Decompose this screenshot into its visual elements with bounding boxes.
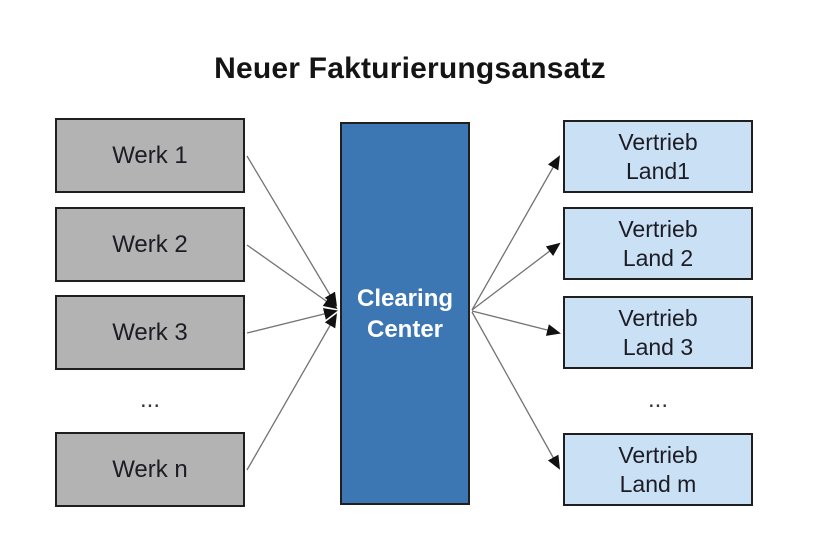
sales-box-label: Vertrieb Land 3 [618, 304, 698, 360]
left-column-ellipsis: ... [139, 386, 160, 413]
arrow-werkn-to-clearing [246, 313, 337, 471]
arrow-clearing-to-landm [471, 311, 560, 470]
sales-box-label: Vertrieb Land1 [618, 128, 698, 184]
sales-box-label: Vertrieb Land m [618, 441, 698, 497]
diagram-title: Neuer Fakturierungsansatz [214, 52, 606, 85]
plant-box-label: Werk n [112, 455, 188, 483]
right-column-ellipsis: ... [647, 386, 668, 413]
sales-box-land-1: Vertrieb Land1 [563, 120, 753, 193]
sales-box-land-m: Vertrieb Land m [563, 433, 753, 506]
arrow-clearing-to-land1 [471, 155, 560, 311]
arrow-clearing-to-land2 [471, 242, 561, 311]
sales-box-land-2: Vertrieb Land 2 [563, 207, 753, 280]
arrow-werk1-to-clearing [246, 155, 338, 307]
arrow-werk2-to-clearing [246, 244, 338, 310]
plant-box-werk-2: Werk 2 [55, 207, 245, 282]
arrow-werk3-to-clearing [246, 308, 338, 334]
arrow-clearing-to-land3 [471, 310, 561, 336]
plant-box-werk-1: Werk 1 [55, 118, 245, 193]
sales-box-land-3: Vertrieb Land 3 [563, 296, 753, 369]
plant-box-label: Werk 2 [112, 230, 188, 258]
plant-box-werk-n: Werk n [55, 432, 245, 507]
plant-box-label: Werk 3 [112, 318, 188, 346]
plant-box-werk-3: Werk 3 [55, 295, 245, 370]
plant-box-label: Werk 1 [112, 141, 188, 169]
clearing-center-label: Clearing Center [356, 284, 454, 343]
clearing-center-box: Clearing Center [340, 122, 470, 505]
sales-box-label: Vertrieb Land 2 [618, 215, 698, 271]
